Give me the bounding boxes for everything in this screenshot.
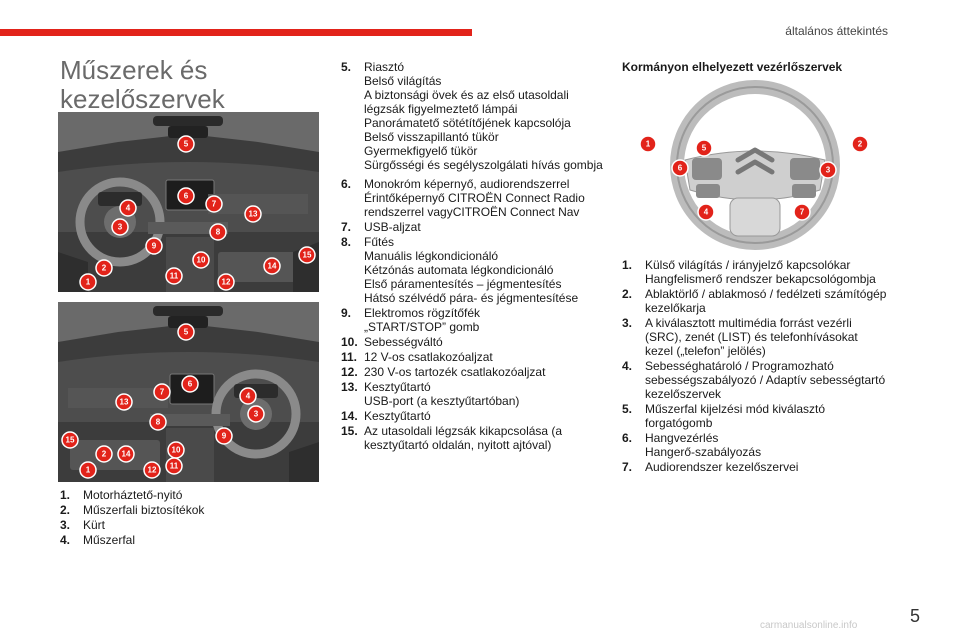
callout-14: 14 [122,450,131,459]
list-item: 4.Műszerfal [60,533,136,547]
list-item: 3.Kürt [60,518,106,532]
list-item: 8. Fűtés Manuális légkondicionáló Kétzón… [341,235,579,305]
callout-11: 11 [170,272,179,281]
list-item: 6. Hangvezérlés Hangerő-szabályozás [622,431,762,459]
list-item: 15. Az utasoldali légzsák kikapcsolása (… [341,424,563,452]
callout-4: 4 [246,392,251,401]
steering-wheel-drawing: 1 5 2 6 3 4 7 [639,80,869,250]
list-item: 2.Műszerfali biztosítékok [60,503,205,517]
callout-5: 5 [184,140,189,149]
callout-1: 1 [86,466,91,475]
callout-12: 12 [148,466,157,475]
callout-15: 15 [66,436,75,445]
list-item: 7. Audiorendszer kezelőszervei [622,460,799,474]
list-item: 7. USB-aljzat [341,220,421,234]
callout-9: 9 [222,432,227,441]
list-item: 14. Kesztyűtartó [341,409,431,423]
callout-4: 4 [126,204,131,213]
watermark: carmanualsonline.info [760,620,858,631]
list-item: 1.Motorháztető-nyitó [60,488,183,502]
callout-2: 2 [102,450,107,459]
callout-7: 7 [212,200,217,209]
callout-5: 5 [184,328,189,337]
dashboard-illustration-rhd: 5 6 7 4 13 3 8 9 15 10 2 14 1 12 11 [58,302,319,482]
list-item: 9. Elektromos rögzítőfék „START/STOP” go… [341,306,481,334]
list-item: 5. Riasztó Belső világítás A biztonsági … [341,60,603,172]
list-item: 6. Monokróm képernyő, audiorendszerrel É… [341,177,585,219]
list-item: 13. Kesztyűtartó USB-port (a kesztyűtart… [341,380,520,408]
callout-1: 1 [86,278,91,287]
steering-wheel-illustration: 1 5 2 6 3 4 7 [630,80,880,250]
callout-3: 3 [254,410,259,419]
list-item: 1. Külső világítás / irányjelző kapcsoló… [622,258,876,286]
callout-markers-rhd: 5 6 7 4 13 3 8 9 15 10 2 14 1 12 11 [61,323,265,479]
wheel-callout-markers: 1 5 2 6 3 4 7 [639,135,869,221]
dashboard-drawing-rhd: 5 6 7 4 13 3 8 9 15 10 2 14 1 12 11 [58,302,319,482]
list-item: 5. Műszerfal kijelzési mód kiválasztó fo… [622,402,826,430]
list-item: 2. Ablaktörlő / ablakmosó / fedélzeti sz… [622,287,887,315]
callout-13: 13 [249,210,258,219]
list-item: 11. 12 V-os csatlakozóaljzat [341,350,493,364]
callout-markers-lhd: 5 6 7 13 4 3 8 9 10 2 1 11 12 14 15 [79,135,316,291]
callout-8: 8 [216,228,221,237]
page-title-line1: Műszerek és [60,55,208,85]
callout-11: 11 [170,462,179,471]
list-item: 4. Sebességhatároló / Programozható sebe… [622,359,886,401]
list-item: 12. 230 V-os tartozék csatlakozóaljzat [341,365,546,379]
callout-10: 10 [197,256,206,265]
wheel-callout-7: 7 [800,208,805,217]
wheel-callout-2: 2 [858,140,863,149]
callout-8: 8 [156,418,161,427]
component-list-col1: 1.Motorháztető-nyitó 2.Műszerfali biztos… [60,488,330,548]
wheel-callout-4: 4 [704,208,709,217]
callout-14: 14 [268,262,277,271]
callout-6: 6 [188,380,193,389]
callout-6: 6 [184,192,189,201]
steering-controls-list: 1. Külső világítás / irányjelző kapcsoló… [622,258,892,475]
callout-2: 2 [102,264,107,273]
callout-13: 13 [120,398,129,407]
dashboard-drawing-lhd: 5 6 7 13 4 3 8 9 10 2 1 11 12 14 15 [58,112,319,292]
wheel-callout-1: 1 [646,140,651,149]
callout-15: 15 [303,251,312,260]
page-number: 5 [909,606,920,626]
wheel-callout-3: 3 [826,166,831,175]
callout-9: 9 [152,242,157,251]
section-label: általános áttekintés [785,24,888,38]
callout-3: 3 [118,223,123,232]
list-item: 10. Sebességváltó [341,335,443,349]
callout-12: 12 [222,278,231,287]
header-accent-bar [0,29,472,36]
page-title: Műszerek és kezelőszervek [60,56,225,114]
steering-wheel-heading: Kormányon elhelyezett vezérlőszervek [622,60,843,74]
dashboard-illustration-lhd: 5 6 7 13 4 3 8 9 10 2 1 11 12 14 15 [58,112,319,292]
wheel-callout-6: 6 [678,164,683,173]
callout-7: 7 [160,388,165,397]
component-list-col2: 5. Riasztó Belső világítás A biztonsági … [341,60,611,453]
page-title-line2: kezelőszervek [60,84,225,114]
list-item: 3. A kiválasztott multimédia forrást vez… [622,316,858,358]
callout-10: 10 [172,446,181,455]
wheel-callout-5: 5 [702,144,707,153]
